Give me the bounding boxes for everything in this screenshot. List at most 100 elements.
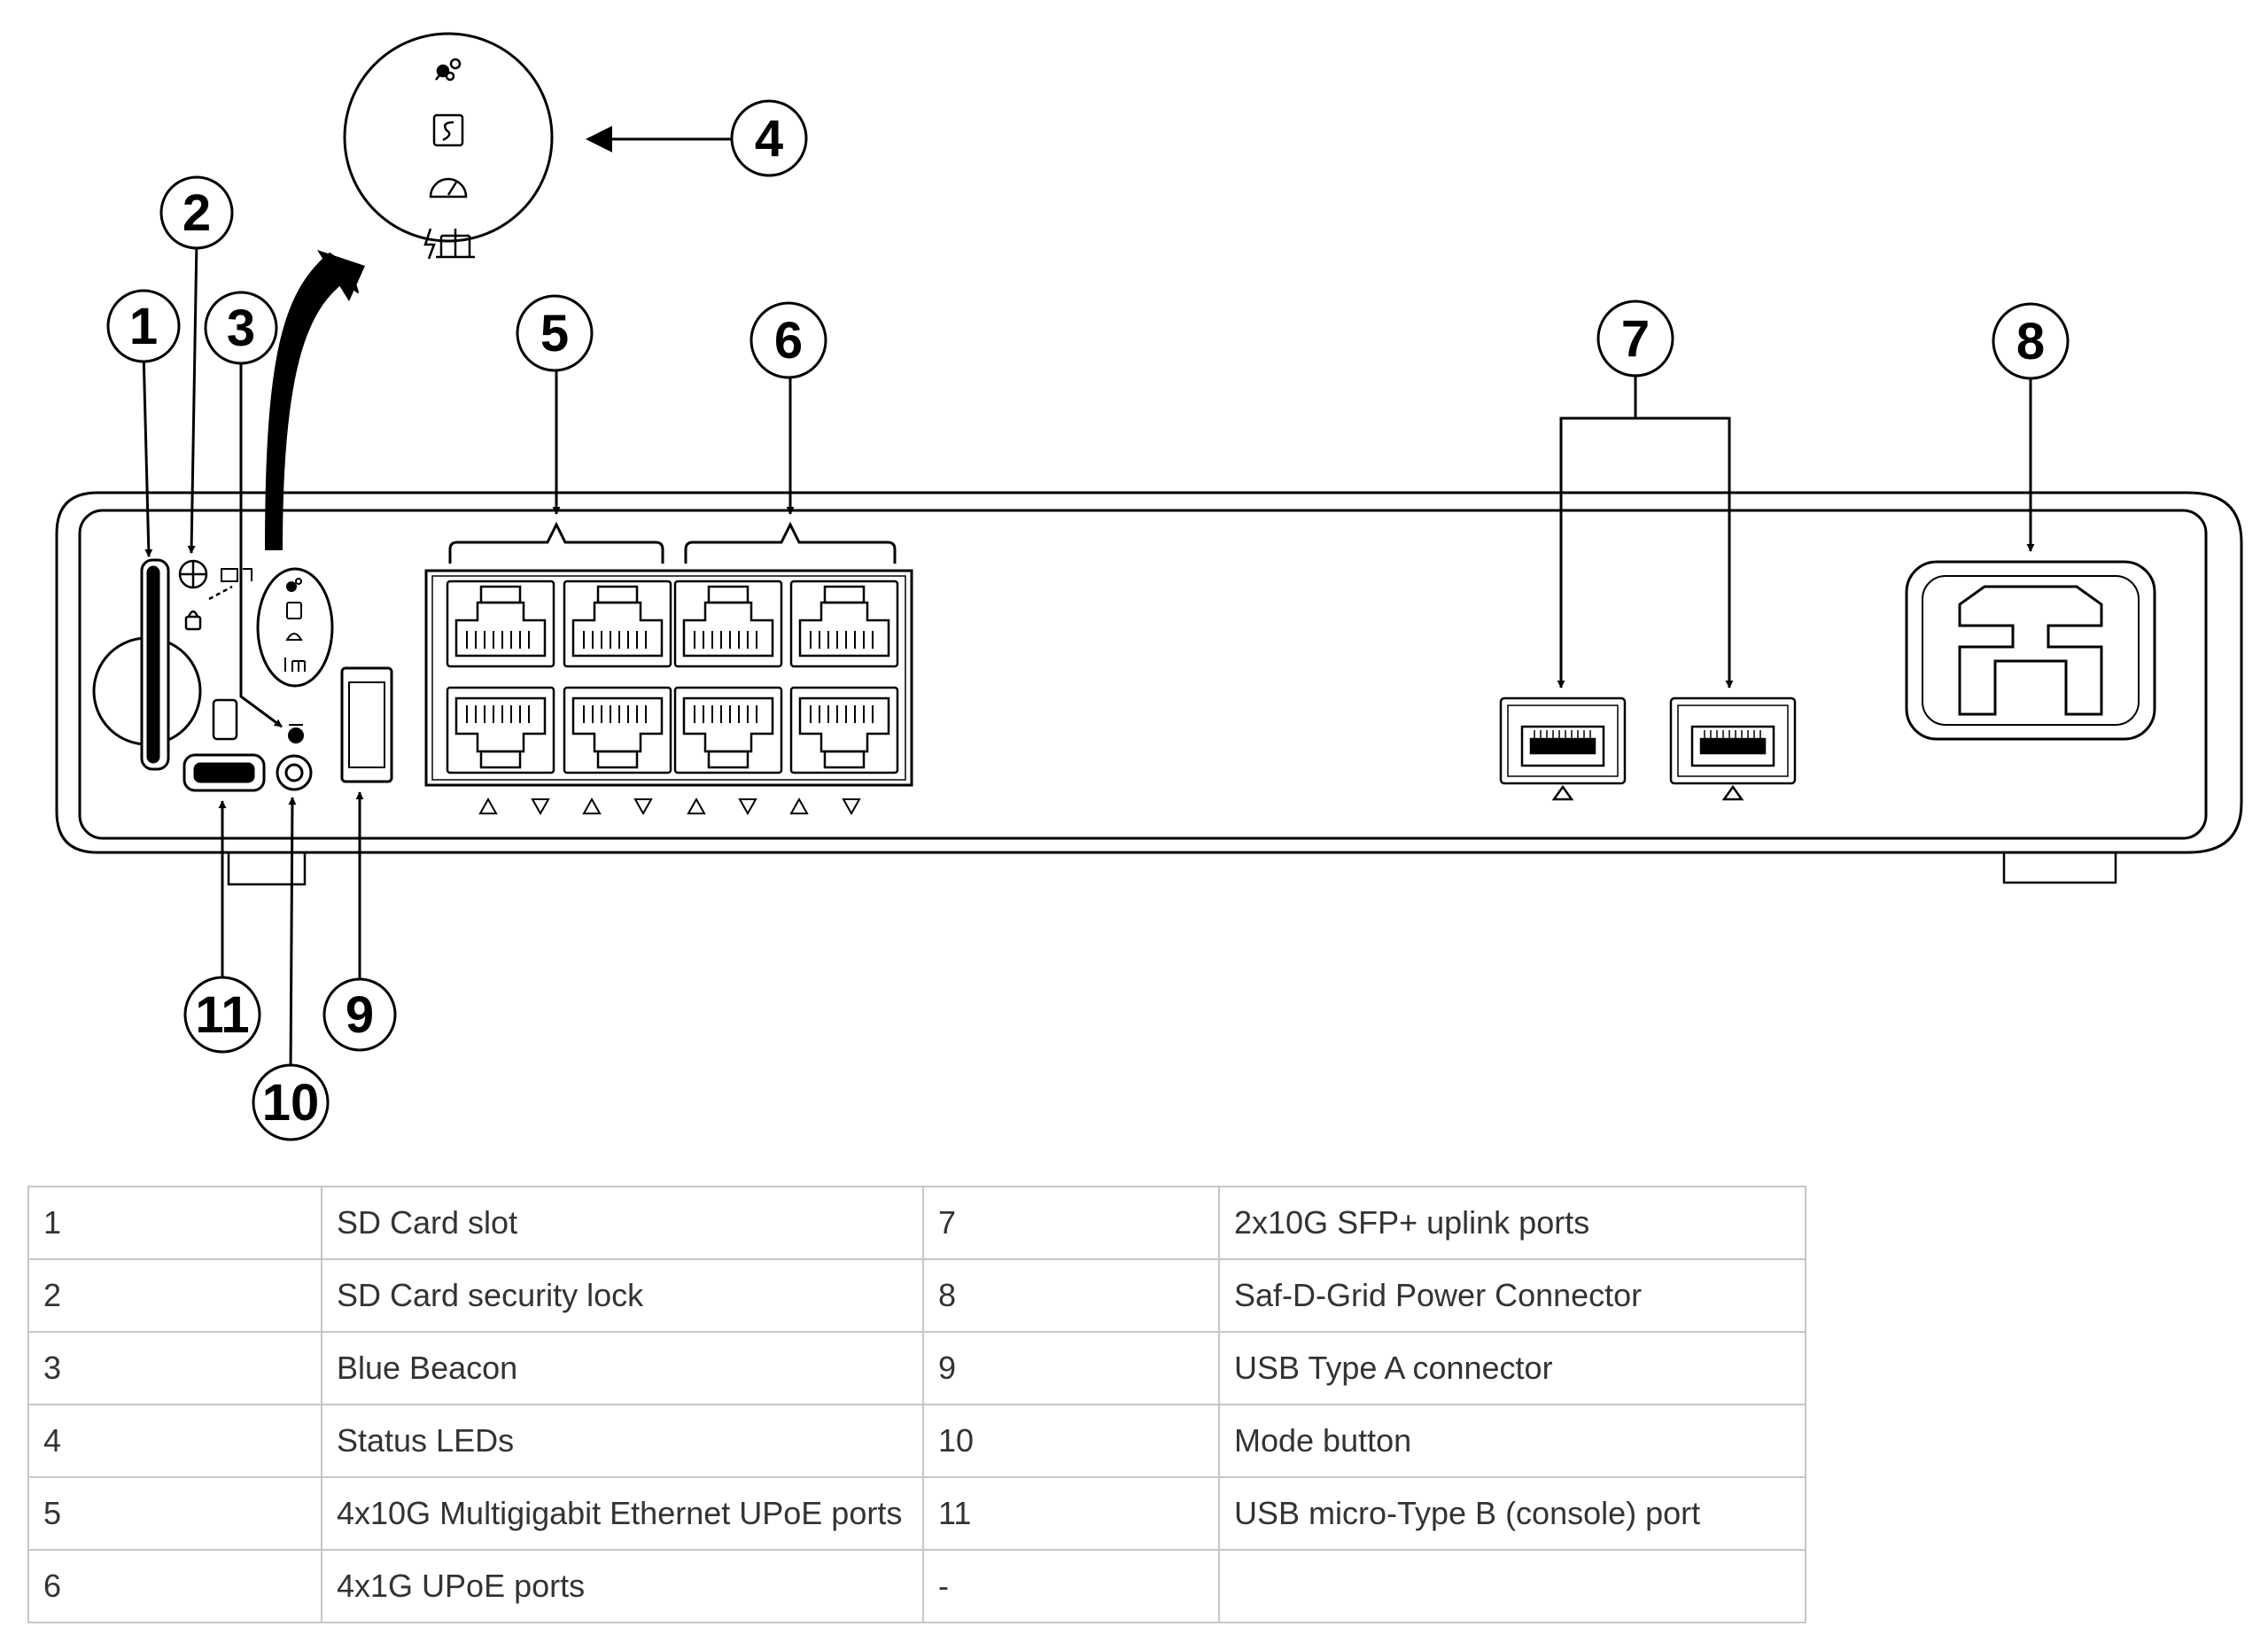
legend-description: 4x10G Multigigabit Ethernet UPoE ports (321, 1476, 924, 1551)
callout-number: 7 (1621, 310, 1650, 368)
legend-description: USB Type A connector (1218, 1331, 1806, 1405)
callout-number: 9 (346, 986, 374, 1044)
rj45-port (673, 686, 783, 774)
legend-number: 11 (922, 1476, 1220, 1551)
port-down-triangle (738, 798, 757, 816)
poe-led-icon (423, 228, 475, 260)
system-led-icon (435, 58, 462, 82)
callout-4: 4 (730, 99, 808, 177)
usb-type-a-connector (340, 666, 393, 783)
legend-number: 2 (27, 1258, 322, 1333)
legend-description: Blue Beacon (321, 1331, 924, 1405)
callout-circle (1596, 300, 1674, 377)
callout-circle (106, 289, 181, 363)
legend-number: 10 (922, 1404, 1220, 1478)
callout-circle (183, 976, 261, 1054)
port-up-triangle (1551, 784, 1574, 801)
callout-8: 8 (1992, 302, 2070, 380)
callout-circle (322, 977, 397, 1052)
sd-card-security-lock-icon (178, 559, 252, 631)
callout-circle (1992, 302, 2070, 380)
callout-9: 9 (322, 977, 397, 1052)
port-up-triangle (582, 797, 602, 814)
legend-number: 3 (27, 1331, 322, 1405)
port-led-markers (478, 797, 861, 816)
legend-description: USB micro-Type B (console) port (1218, 1476, 1806, 1551)
callout-6: 6 (750, 301, 827, 379)
sfp-uplink-ports (1499, 696, 1797, 801)
port-down-triangle (842, 798, 861, 816)
zoom-arrow (265, 253, 359, 550)
beacon-window (212, 698, 238, 741)
legend-number: 7 (922, 1186, 1220, 1260)
callout-number: 2 (183, 184, 211, 242)
legend-description: Saf-D-Grid Power Connector (1218, 1258, 1806, 1333)
callout-circle (159, 175, 234, 250)
callout-number: 11 (195, 986, 249, 1044)
legend-number: 5 (27, 1476, 322, 1551)
callout-number: 10 (262, 1074, 320, 1132)
port-up-triangle (687, 797, 706, 814)
rj45-port (563, 686, 672, 774)
legend-number: 8 (922, 1258, 1220, 1333)
rj45-port (446, 580, 555, 668)
legend-number: 4 (27, 1404, 322, 1478)
callout-number: 1 (129, 298, 158, 355)
callout-3: 3 (204, 291, 278, 365)
rj45-port (789, 580, 899, 668)
callout-number: 8 (2016, 313, 2045, 370)
callout-2: 2 (159, 175, 234, 250)
legend-number: 9 (922, 1331, 1220, 1405)
callout-11: 11 (183, 976, 261, 1054)
legend-description: 4x1G UPoE ports (321, 1549, 924, 1623)
callout-number: 4 (755, 110, 783, 167)
sfp-port (1669, 696, 1797, 801)
legend-description: 2x10G SFP+ uplink ports (1218, 1186, 1806, 1260)
leader-lines (142, 126, 2035, 1075)
status-led-zoom (343, 32, 554, 260)
callout-circle (252, 1063, 330, 1141)
callout-circle (730, 99, 808, 177)
rj45-ports (446, 580, 899, 774)
rj45-port (446, 686, 555, 774)
legend-description: SD Card security lock (321, 1258, 924, 1333)
rj45-port (789, 686, 899, 774)
port-up-triangle (478, 797, 498, 814)
legend-number: 6 (27, 1549, 322, 1623)
blue-beacon-icon (288, 724, 304, 743)
callout-number: 5 (540, 305, 569, 362)
rj45-port (563, 580, 672, 668)
legend-description: Status LEDs (321, 1404, 924, 1478)
rj45-port-block (424, 569, 913, 787)
chassis (55, 491, 2243, 886)
legend-number: - (922, 1549, 1220, 1623)
bracket-10g-ports (448, 521, 664, 564)
bracket-1g-ports (684, 521, 897, 564)
port-up-triangle (789, 797, 809, 814)
sd-card-slot (92, 558, 202, 771)
legend-number: 1 (27, 1186, 322, 1260)
rj45-port (673, 580, 783, 668)
legend-description (1218, 1549, 1806, 1623)
callout-circle (516, 294, 594, 372)
callout-1: 1 (106, 289, 181, 363)
port-up-triangle (1721, 784, 1744, 801)
status-led-panel (256, 567, 334, 688)
stack-led-icon (432, 113, 464, 147)
callout-10: 10 (252, 1063, 330, 1141)
port-down-triangle (633, 798, 653, 816)
speed-led-icon (429, 177, 468, 198)
callout-7: 7 (1596, 300, 1674, 377)
legend-description: Mode button (1218, 1404, 1806, 1478)
port-down-triangle (531, 798, 550, 816)
callout-5: 5 (516, 294, 594, 372)
callout-circle (750, 301, 827, 379)
